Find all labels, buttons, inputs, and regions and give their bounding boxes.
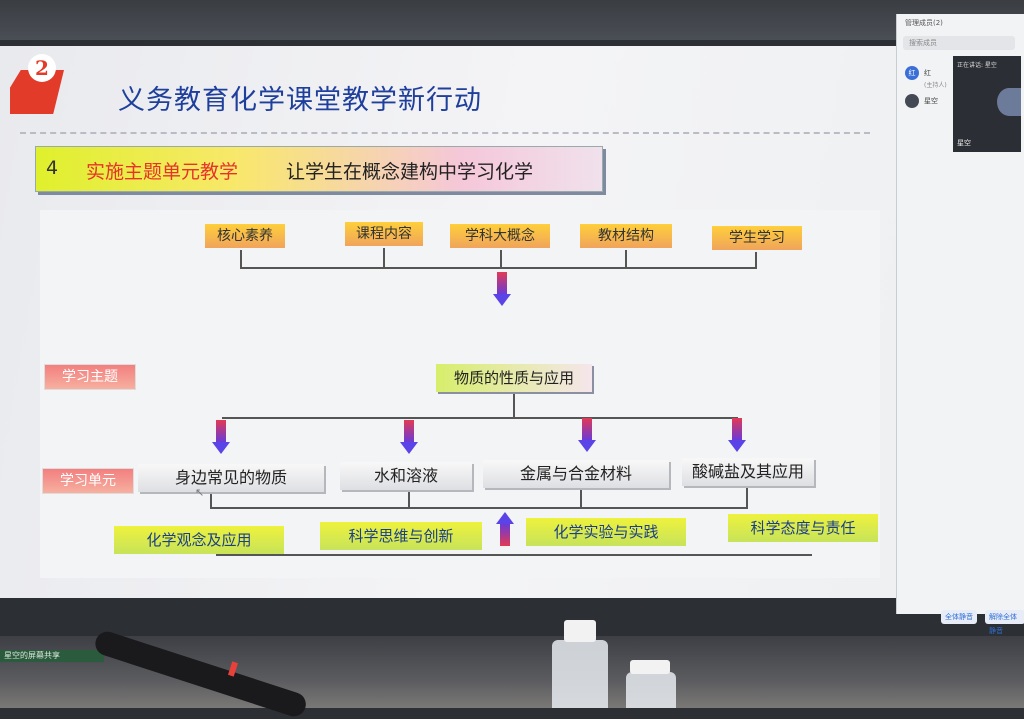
video-avatar <box>997 88 1021 116</box>
slide-divider <box>20 132 870 134</box>
connector-line <box>755 252 757 268</box>
up-arrow-icon <box>496 512 514 546</box>
down-arrow-icon <box>400 420 418 454</box>
down-arrow-icon <box>493 272 511 306</box>
unmute-all-button[interactable]: 解除全体静音 <box>985 610 1024 635</box>
panel-header: 管理成员(2) <box>905 19 943 27</box>
connector-line <box>625 250 627 268</box>
connector-line <box>580 490 582 508</box>
mouse-cursor-icon: ↖ <box>195 486 205 499</box>
screen-share-bar[interactable]: 星空的屏幕共享 <box>0 650 104 662</box>
presentation-slide: 2 义务教育化学课堂教学新行动 4 实施主题单元教学 让学生在概念建构中学习化学… <box>0 46 900 598</box>
speaking-label: 正在讲话: 星空 <box>957 62 997 69</box>
bottle-cap <box>630 660 670 674</box>
slide-logo-number: 2 <box>28 54 56 82</box>
unit-box-metals-alloys: 金属与合金材料 <box>483 460 669 488</box>
down-arrow-icon <box>578 418 596 452</box>
bottom-box-chem-concepts: 化学观念及应用 <box>114 526 284 554</box>
connector-line <box>216 554 812 556</box>
meeting-members-panel: 管理成员(2) 搜索成员 红红 (主持人) 星空 正在讲话: 星空 星空 全体静… <box>896 14 1024 635</box>
mute-all-button[interactable]: 全体静音 <box>941 610 977 624</box>
bottle-cap <box>564 620 596 642</box>
subtitle-banner: 4 实施主题单元教学 让学生在概念建构中学习化学 <box>35 146 603 192</box>
video-name: 星空 <box>957 139 971 147</box>
connector-line <box>383 248 385 268</box>
member-search-input[interactable]: 搜索成员 <box>903 36 1015 50</box>
subtitle-text: 让学生在概念建构中学习化学 <box>286 161 534 183</box>
unit-box-acids-bases-salts: 酸碱盐及其应用 <box>682 458 814 486</box>
side-label-unit: 学习单元 <box>42 468 134 494</box>
down-arrow-icon <box>212 420 230 454</box>
connector-line <box>408 492 410 508</box>
connector-line <box>240 267 757 269</box>
connector-line <box>746 488 748 508</box>
water-bottle <box>626 672 676 708</box>
water-bottle <box>552 640 608 708</box>
avatar <box>905 94 919 108</box>
theme-box: 物质的性质与应用 <box>436 364 592 392</box>
avatar: 红 <box>905 66 919 80</box>
connector-line <box>210 494 212 508</box>
subtitle-number: 4 <box>46 157 59 179</box>
down-arrow-icon <box>728 418 746 452</box>
concept-diagram: 核心素养 课程内容 学科大概念 教材结构 学生学习 学习主题 物质的性质与应用 … <box>40 210 880 578</box>
unit-box-water-solutions: 水和溶液 <box>340 462 472 490</box>
bottom-box-attitude-responsibility: 科学态度与责任 <box>728 514 878 542</box>
bottom-box-scientific-thinking: 科学思维与创新 <box>320 522 482 550</box>
top-box-textbook-structure: 教材结构 <box>580 224 672 248</box>
top-box-course-content: 课程内容 <box>345 222 423 246</box>
connector-line <box>240 250 242 268</box>
top-box-student-learning: 学生学习 <box>712 226 802 250</box>
member-name: 红 <box>924 69 931 77</box>
bottom-box-experiment-practice: 化学实验与实践 <box>526 518 686 546</box>
member-item[interactable]: 星空 <box>905 94 938 108</box>
member-role: (主持人) <box>924 82 947 89</box>
connector-line <box>210 507 748 509</box>
top-box-big-concept: 学科大概念 <box>450 224 550 248</box>
subtitle-highlight: 实施主题单元教学 <box>86 161 239 183</box>
top-box-core-literacy: 核心素养 <box>205 224 285 248</box>
video-tile[interactable]: 正在讲话: 星空 星空 <box>953 56 1021 152</box>
connector-line <box>513 394 515 418</box>
unit-box-common-substances: 身边常见的物质 <box>138 464 324 492</box>
connector-line <box>500 250 502 268</box>
member-name: 星空 <box>924 97 938 105</box>
side-label-theme: 学习主题 <box>44 364 136 390</box>
member-item[interactable]: 红红 (主持人) <box>905 66 947 89</box>
room-ceiling <box>0 0 1024 40</box>
connector-line <box>222 417 738 419</box>
slide-title: 义务教育化学课堂教学新行动 <box>118 85 482 116</box>
